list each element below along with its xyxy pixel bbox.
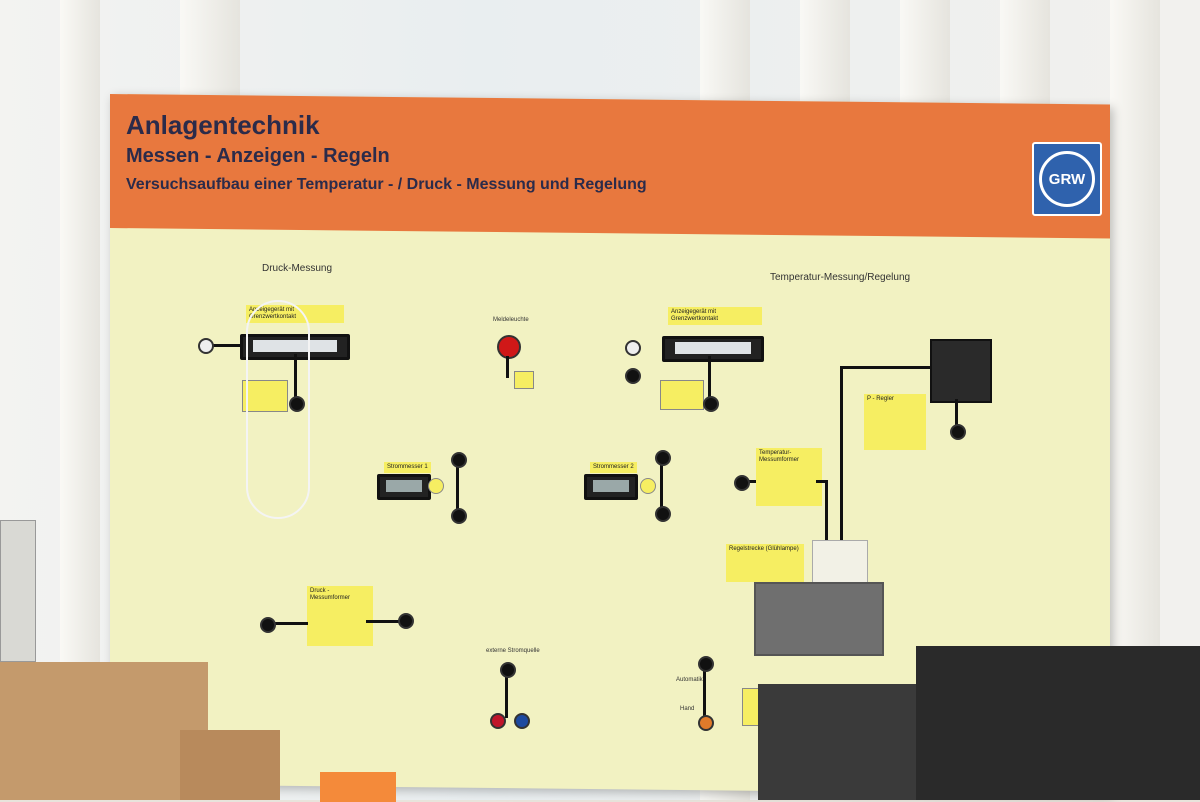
controlled-system-label: Regelstrecke (Glühlampe): [726, 544, 804, 582]
terminal[interactable]: [698, 656, 714, 672]
lab-instrument: [0, 520, 36, 662]
limit-contact-symbol: [242, 380, 288, 412]
orange-note: [320, 772, 396, 802]
temp-transducer-label: Temperatur-Messumformer: [756, 448, 822, 506]
orange-terminal[interactable]: [698, 715, 714, 731]
board-description: Versuchsaufbau einer Temperatur - / Druc…: [126, 176, 647, 193]
p-controller-device: [930, 339, 992, 403]
external-source-label: externe Stromquelle: [486, 648, 540, 654]
signal-lamp-label: Meldeleuchte: [493, 317, 529, 323]
window-cord: [246, 300, 310, 519]
cardboard-flap: [180, 730, 280, 800]
terminal[interactable]: [950, 424, 966, 440]
auto-label: Automatik: [676, 677, 703, 683]
ammeter-1-label: Strommesser 1: [384, 462, 431, 473]
ammeter-symbol: [428, 478, 444, 494]
hand-label: Hand: [680, 706, 695, 712]
terminal[interactable]: [655, 450, 671, 466]
black-case: [916, 646, 1200, 800]
wire: [840, 366, 932, 369]
wire: [703, 660, 706, 720]
terminal[interactable]: [500, 662, 516, 678]
temp-display-unit: [662, 336, 764, 362]
terminal[interactable]: [260, 617, 276, 633]
blue-terminal[interactable]: [514, 713, 530, 729]
lamp-symbol: [514, 371, 534, 389]
terminal[interactable]: [451, 508, 467, 524]
terminal[interactable]: [655, 506, 671, 522]
heater-enclosure: [754, 582, 884, 656]
grw-logo: GRW: [1032, 142, 1102, 216]
wire: [294, 354, 297, 400]
board-title: Anlagentechnik: [126, 110, 320, 140]
wire: [816, 480, 828, 483]
terminal[interactable]: [198, 338, 214, 354]
wire: [506, 356, 509, 378]
ammeter-2-label: Strommesser 2: [590, 462, 637, 473]
wire: [708, 356, 711, 400]
pressure-section-label: Druck-Messung: [262, 263, 333, 274]
logo-text: GRW: [1039, 151, 1095, 207]
red-terminal[interactable]: [490, 713, 506, 729]
signal-lamp[interactable]: [497, 335, 521, 359]
terminal[interactable]: [625, 340, 641, 356]
terminal[interactable]: [734, 475, 750, 491]
terminal[interactable]: [703, 396, 719, 412]
terminal[interactable]: [398, 613, 414, 629]
p-controller-label: P - Regler: [864, 394, 926, 450]
wire: [660, 452, 663, 514]
ammeter-symbol: [640, 478, 656, 494]
cardboard-box: [0, 662, 208, 800]
ammeter-1-display: [377, 474, 431, 500]
terminal[interactable]: [451, 452, 467, 468]
temp-display-label: Anzeigegerät mit Grenzwertkontakt: [668, 307, 762, 325]
wire: [955, 399, 958, 427]
wire: [366, 620, 404, 623]
terminal[interactable]: [289, 396, 305, 412]
ammeter-2-display: [584, 474, 638, 500]
wire: [205, 344, 241, 347]
board-subtitle: Messen - Anzeigen - Regeln: [126, 145, 390, 167]
wire: [268, 622, 308, 625]
limit-contact-symbol: [660, 380, 704, 410]
wire: [505, 668, 508, 718]
terminal[interactable]: [625, 368, 641, 384]
wire: [825, 480, 828, 542]
wire: [456, 456, 459, 514]
pressure-transducer-label: Druck - Messumformer: [307, 586, 373, 646]
wire: [840, 366, 843, 542]
temperature-section-label: Temperatur-Messung/Regelung: [770, 272, 911, 283]
